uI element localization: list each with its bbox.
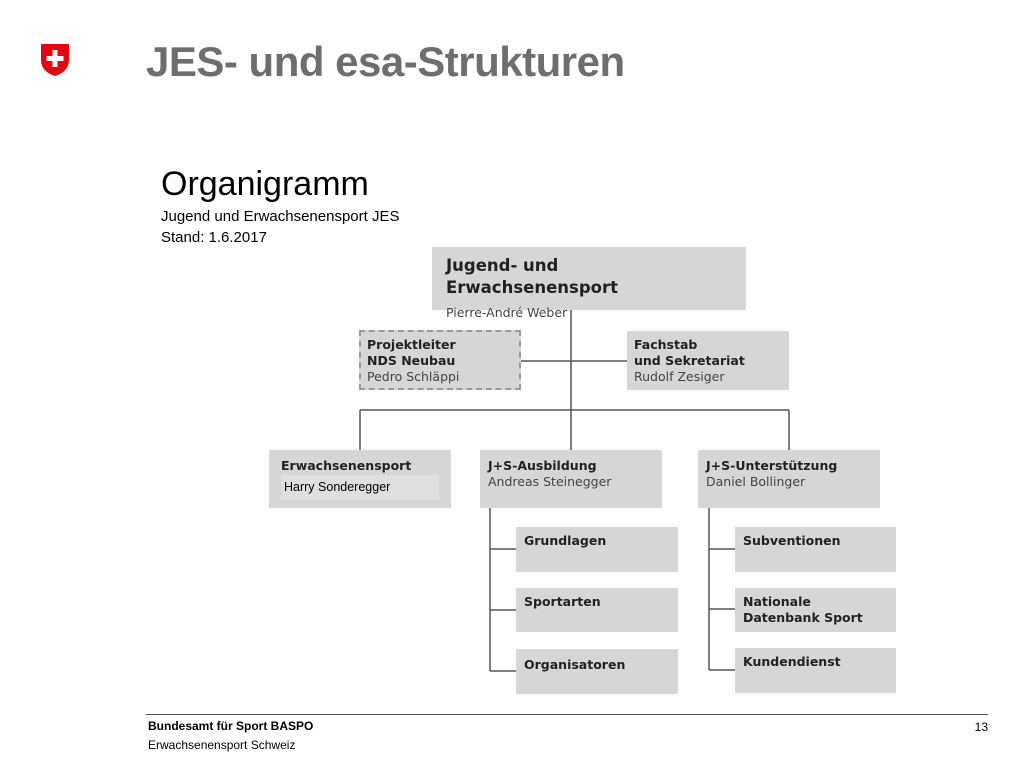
organigram-subtitle: Jugend und Erwachsenensport JES (161, 208, 400, 225)
org-box-title: und Sekretariat (634, 353, 745, 368)
org-box-projektleiter: Projektleiter NDS Neubau Pedro Schläppi (359, 330, 521, 390)
org-unit-label: Subventionen (743, 533, 841, 548)
org-box-title: J+S-Unterstützung (706, 458, 838, 473)
org-unit-nationale-datenbank: Nationale Datenbank Sport (735, 588, 896, 632)
org-box-erwachsenensport: Erwachsenensport Harry Sonderegger (269, 450, 451, 508)
org-box-jugend-erwachsenensport: Jugend- und Erwachsenensport Pierre-Andr… (432, 247, 746, 320)
page-number: 13 (974, 720, 988, 734)
organigram-heading: Organigramm (161, 165, 369, 203)
org-box-title: Fachstab (634, 337, 698, 352)
org-unit-label: Sportarten (524, 594, 601, 609)
org-unit-label: Kundendienst (743, 654, 841, 669)
org-box-title: J+S-Ausbildung (488, 458, 597, 473)
org-unit-kundendienst: Kundendienst (735, 648, 896, 693)
org-box-title: Projektleiter (367, 337, 456, 352)
org-box-js-unterstuetzung: J+S-Unterstützung Daniel Bollinger (698, 450, 880, 508)
org-box-name: Pierre-André Weber (446, 305, 568, 320)
footer-organization: Bundesamt für Sport BASPO (148, 719, 314, 733)
org-box-js-ausbildung: J+S-Ausbildung Andreas Steinegger (480, 450, 662, 508)
org-unit-sportarten: Sportarten (516, 588, 678, 632)
org-unit-label: Nationale Datenbank Sport (743, 594, 863, 625)
org-unit-label: Grundlagen (524, 533, 607, 548)
org-box-name: Pedro Schläppi (367, 369, 460, 384)
org-box-name: Rudolf Zesiger (634, 369, 725, 384)
footer-suborganization: Erwachsenensport Schweiz (148, 738, 296, 752)
org-box-name: Harry Sonderegger (281, 475, 439, 500)
org-unit-grundlagen: Grundlagen (516, 527, 678, 572)
footer-divider (146, 714, 988, 715)
slide-title: JES- und esa-Strukturen (146, 38, 625, 85)
org-box-fachstab: Fachstab und Sekretariat Rudolf Zesiger (627, 331, 789, 390)
org-unit-label: Organisatoren (524, 657, 626, 672)
org-box-name: Andreas Steinegger (488, 474, 612, 489)
organigram-date: Stand: 1.6.2017 (161, 229, 267, 246)
org-box-name: Daniel Bollinger (706, 474, 806, 489)
org-box-title: Erwachsenensport (281, 458, 412, 473)
org-unit-subventionen: Subventionen (735, 527, 896, 572)
org-box-title: Jugend- und Erwachsenensport (446, 256, 619, 297)
org-unit-organisatoren: Organisatoren (516, 649, 678, 694)
org-box-title: NDS Neubau (367, 353, 456, 368)
swiss-coat-of-arms-logo (41, 44, 69, 76)
